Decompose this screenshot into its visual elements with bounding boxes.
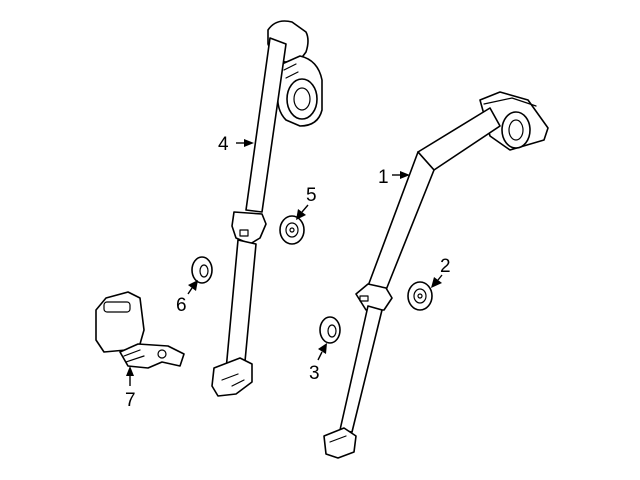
callout-1: 1	[378, 167, 389, 188]
cover-cap-6	[191, 256, 213, 284]
left-retractor-spool	[286, 78, 318, 120]
right-seat-belt-assembly	[323, 91, 549, 459]
right-belt-slider	[355, 283, 393, 311]
right-belt-webbing-lower	[339, 305, 383, 433]
callout-4: 4	[218, 134, 229, 155]
right-retractor-spool	[501, 111, 531, 149]
callout-6: 6	[176, 295, 187, 316]
buckle-assembly	[95, 291, 185, 369]
right-belt-lower-anchor	[323, 427, 357, 459]
buckle-bracket	[119, 343, 185, 369]
left-belt-webbing-upper	[245, 37, 287, 213]
left-seat-belt-assembly	[211, 20, 323, 397]
callout-7: 7	[125, 390, 136, 411]
callout-5: 5	[306, 185, 317, 206]
callout-labels: 1 2 3 4 5 6 7	[125, 134, 451, 411]
callout-2: 2	[440, 256, 451, 277]
cover-cap-2	[407, 281, 433, 311]
callout-3: 3	[309, 363, 320, 384]
cover-cap-5	[279, 215, 305, 245]
left-belt-slider	[231, 211, 267, 245]
right-belt-webbing-upper	[417, 107, 501, 171]
buckle-housing	[95, 291, 145, 353]
cover-cap-3	[319, 316, 341, 344]
left-belt-lower-anchor	[211, 357, 253, 397]
leader-lines	[126, 139, 443, 386]
left-belt-webbing-lower	[225, 239, 257, 373]
